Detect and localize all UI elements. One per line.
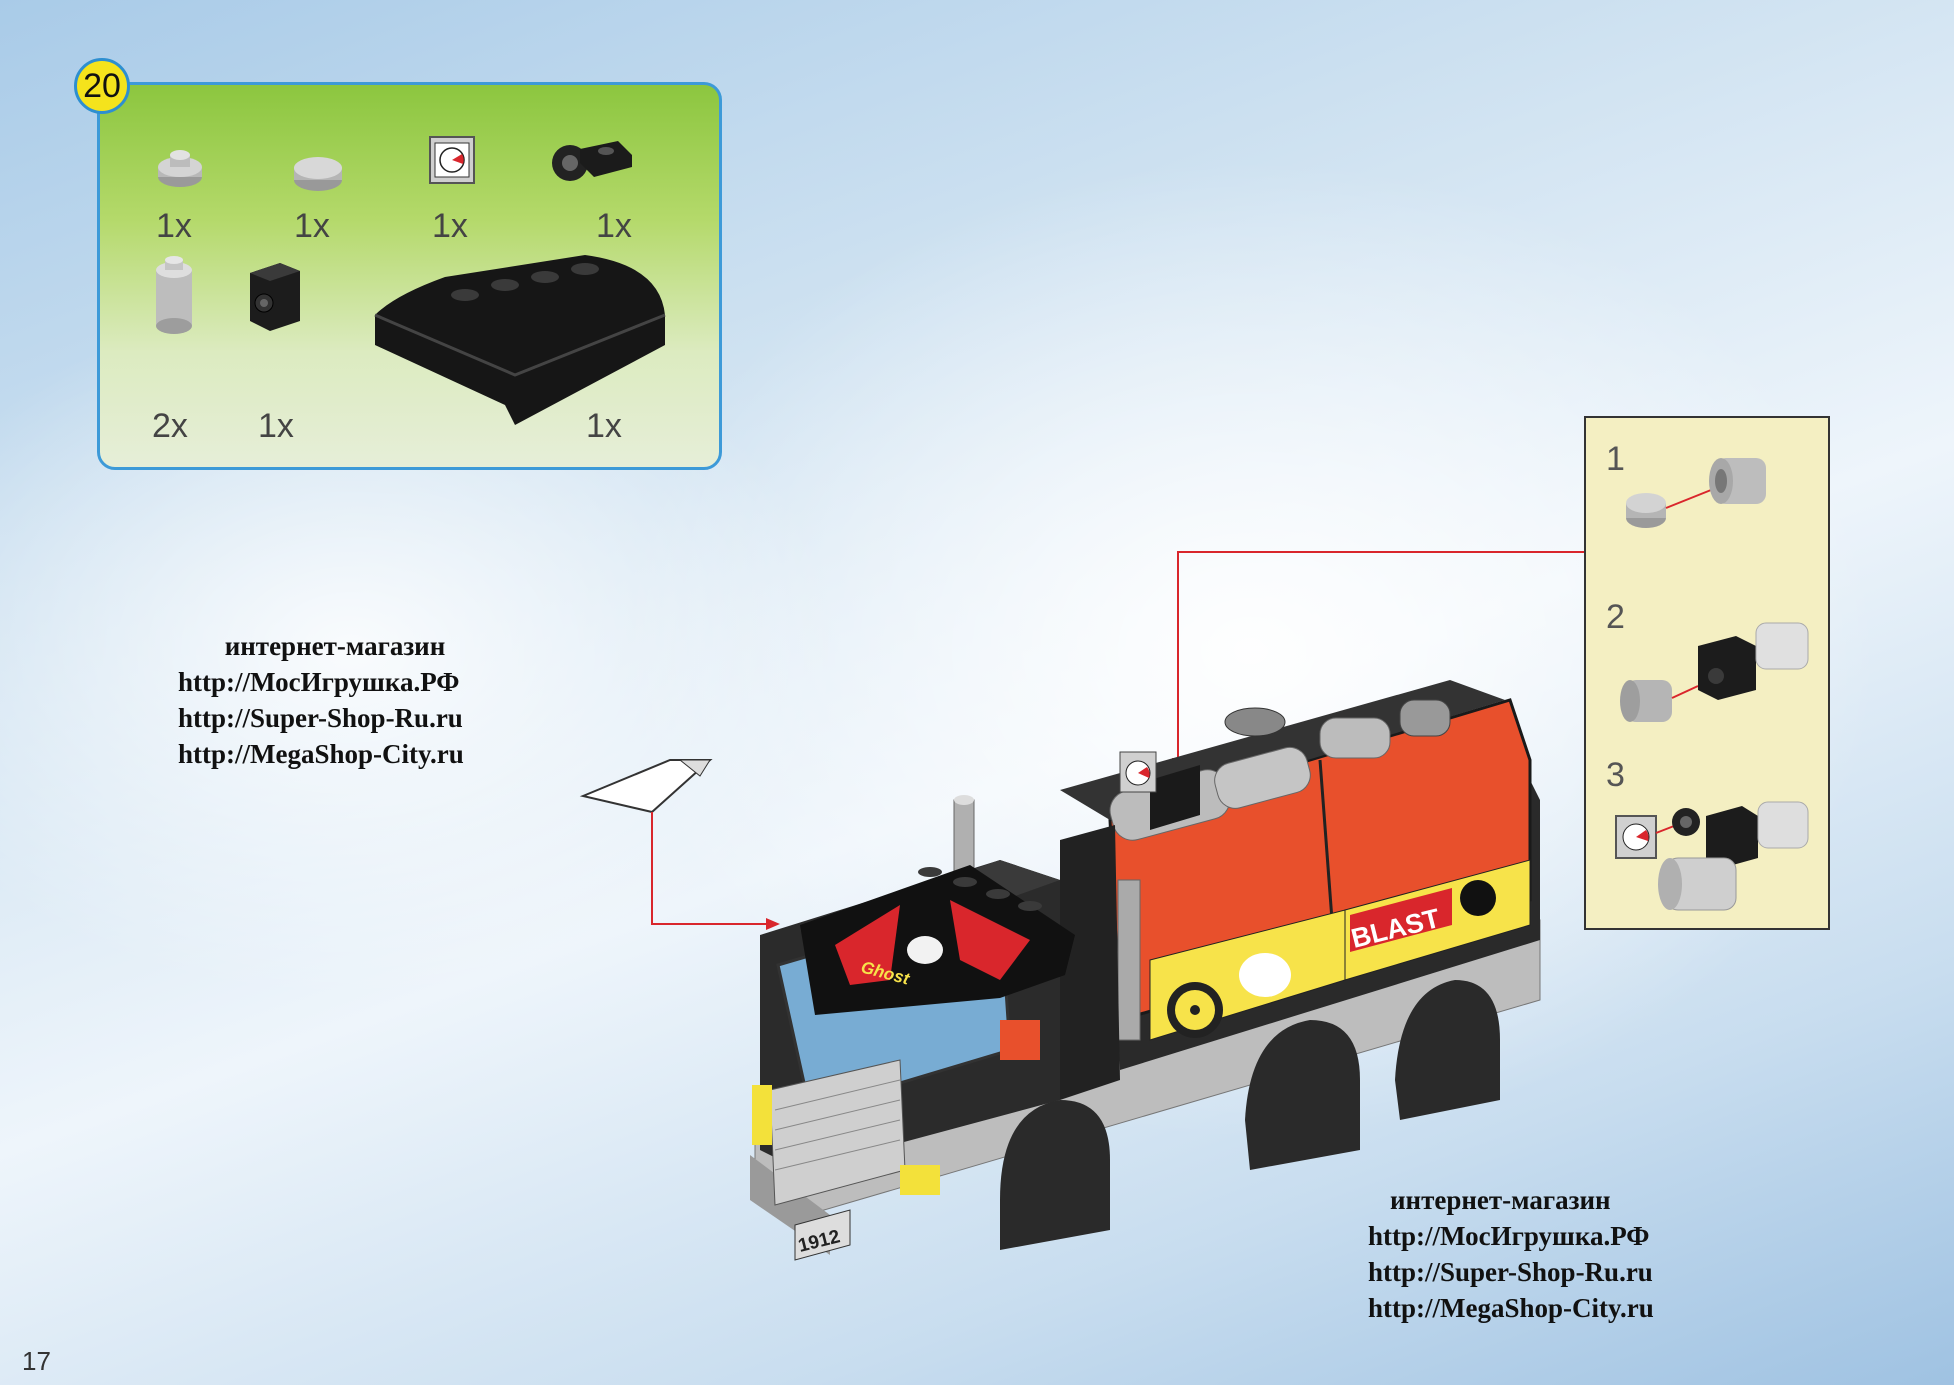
watermark-line: интернет-магазин — [224, 631, 446, 661]
blast-decal — [1344, 859, 1531, 981]
part-qty: 2x — [152, 407, 188, 445]
wheel — [1000, 1100, 1110, 1250]
truck-cab — [752, 825, 1120, 1261]
gauge-icon — [429, 136, 475, 184]
sub-assembly-panel: 1 2 3 — [1584, 416, 1830, 930]
watermark-link[interactable]: http://Super-Shop-Ru.ru — [178, 703, 463, 733]
parts-illustrations — [156, 136, 666, 425]
watermark-right: интернет-магазин http://МосИгрушка.РФ ht… — [1368, 1182, 1688, 1326]
substep1-illustration — [1626, 458, 1766, 528]
watermark-link[interactable]: http://МосИгрушка.РФ — [178, 667, 460, 697]
watermark-link[interactable]: http://MegaShop-City.ru — [1368, 1293, 1654, 1323]
watermark-link[interactable]: http://МосИгрушка.РФ — [1368, 1221, 1650, 1251]
substep-number: 1 — [1606, 440, 1625, 478]
part-qty: 1x — [586, 407, 622, 445]
part-qty: 1x — [156, 207, 192, 245]
roof-equipment — [1109, 699, 1451, 841]
part-qty: 1x — [258, 407, 294, 445]
part-qty: 1x — [596, 207, 632, 245]
substep3-illustration — [1615, 801, 1809, 911]
watermark-link[interactable]: http://MegaShop-City.ru — [178, 739, 464, 769]
ghost-decal — [1149, 909, 1346, 1041]
watermark-link[interactable]: http://Super-Shop-Ru.ru — [1368, 1257, 1653, 1287]
wheel — [1245, 1020, 1360, 1170]
arrow-line-sticker — [651, 812, 766, 925]
wheel — [1395, 980, 1500, 1120]
step-number-badge: 20 — [74, 58, 130, 114]
part-qty: 1x — [294, 207, 330, 245]
page-number: 17 — [22, 1346, 51, 1376]
part-qty: 1x — [432, 207, 468, 245]
substep-number: 2 — [1606, 598, 1625, 636]
sub-assembly-illustrations — [1615, 458, 1809, 911]
round-plate-icon — [158, 150, 202, 187]
watermark-left: интернет-магазин http://МосИгрушка.РФ ht… — [178, 628, 478, 772]
parts-panel: 1x 1x 1x 1x 2x 1x 1x — [97, 82, 722, 470]
sticker-sheet-icon — [579, 759, 713, 814]
substep2-illustration — [1620, 622, 1809, 722]
arrow-line-subassembly — [1177, 551, 1584, 758]
round-tile-icon — [294, 157, 342, 191]
wheel-holder-icon — [552, 141, 632, 181]
brick-stud-icon — [250, 263, 300, 331]
exhaust-pipe — [953, 795, 1141, 1041]
substep-number: 3 — [1606, 756, 1625, 794]
curved-slope-icon — [374, 255, 666, 425]
round-brick-icon — [156, 256, 192, 334]
watermark-line: интернет-магазин — [1390, 1185, 1611, 1215]
